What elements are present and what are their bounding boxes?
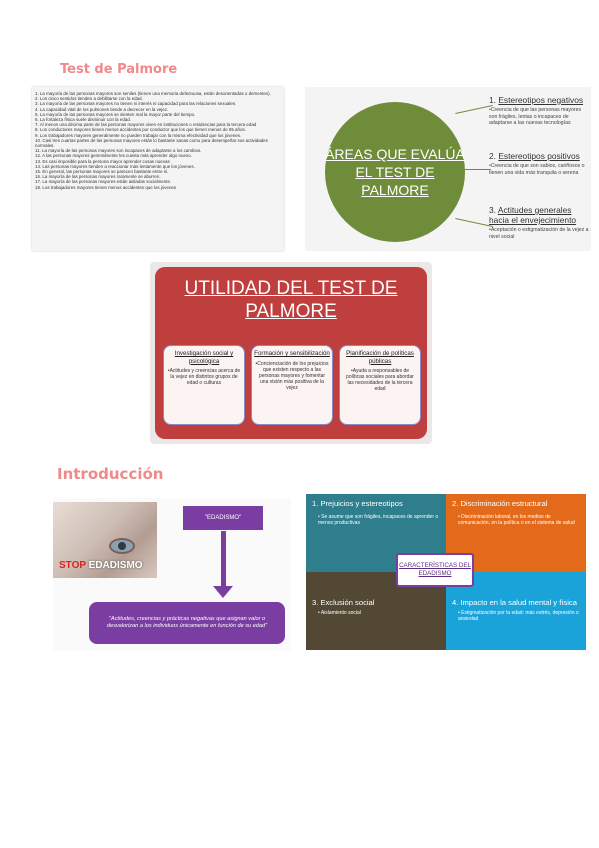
arrow-down-icon xyxy=(221,531,226,587)
list-item: 8. Los conductores mayores tienen menos … xyxy=(35,127,246,133)
quadrant-desc: • Aislamiento social xyxy=(318,610,361,616)
area-desc: •Creencia de que son sabios, cariñosos o… xyxy=(489,163,585,176)
areas-panel: ÁREAS QUE EVALÚA EL TEST DE PALMORE 1. E… xyxy=(305,87,591,251)
card-desc: •Ayuda a responsables de políticas socia… xyxy=(346,368,414,393)
list-item: 13. Es casi imposible para la persona ma… xyxy=(35,158,170,164)
list-item: 1. La mayoría de las personas mayores so… xyxy=(35,91,271,96)
list-item: 9. Los trabajadores mayores generalmente… xyxy=(35,132,242,138)
utilidad-card-formacion: Formación y sensibilización •Concienciac… xyxy=(251,345,333,425)
area-desc: •Creencia de que las personas mayores so… xyxy=(489,107,582,126)
card-title: Formación y sensibilización xyxy=(254,350,330,357)
connector-line xyxy=(465,169,491,170)
areas-circle: ÁREAS QUE EVALÚA EL TEST DE PALMORE xyxy=(325,102,465,242)
palmore-items-panel: 1. La mayoría de las personas mayores so… xyxy=(32,87,284,251)
list-item: 18. Los trabajadores mayores tienen meno… xyxy=(35,184,177,190)
area-item-negativos: 1. Estereotipos negativos •Creencia de q… xyxy=(489,95,589,127)
quadrant-desc: • Se asume que son frágiles, incapaces d… xyxy=(318,514,439,526)
card-title: Planificación de políticas públicas xyxy=(346,350,414,365)
area-item-actitudes: 3. Actitudes generales hacia el envejeci… xyxy=(489,205,589,240)
utilidad-title: UTILIDAD DEL TEST DE PALMORE xyxy=(184,278,398,322)
list-item: 10. Casi tres cuartas partes de las pers… xyxy=(35,137,268,149)
utilidad-card-politicas: Planificación de políticas públicas •Ayu… xyxy=(339,345,421,425)
caracteristicas-panel: 1. Prejuicios y estereotipos • Se asume … xyxy=(306,494,586,650)
edadismo-panel: STOP EDADISMO "EDADISMO" "Actitudes, cre… xyxy=(53,498,291,650)
stop-edadismo-photo: STOP EDADISMO xyxy=(53,502,157,578)
area-title: Estereotipos positivos xyxy=(498,151,580,161)
list-item: 2. Los cinco sentidos tienden a debilita… xyxy=(35,96,143,102)
list-item: 15. En general, las personas mayores se … xyxy=(35,169,169,175)
area-title: Estereotipos negativos xyxy=(498,95,584,105)
list-item: 5. La mayoría de las personas mayores se… xyxy=(35,111,196,117)
section-title-test-palmore: Test de Palmore xyxy=(60,62,178,77)
area-title: Actitudes generales hacia el envejecimie… xyxy=(489,205,577,225)
list-item: 14. Las personas mayores tienden a reacc… xyxy=(35,163,195,169)
list-item: 4. La capacidad vital de los pulmones ti… xyxy=(35,106,169,112)
list-item: 12. A las personas mayores generalmente … xyxy=(35,153,192,159)
list-item: 3. La mayoría de las personas mayores no… xyxy=(35,101,237,107)
edadismo-term-box: "EDADISMO" xyxy=(183,506,263,530)
list-item: 11. La mayoría de las personas mayores s… xyxy=(35,148,202,154)
card-desc: •Concienciación de los prejuicios que ex… xyxy=(255,360,329,391)
list-item: 7. Al menos una décima parte de las pers… xyxy=(35,122,257,128)
caracteristicas-center-label: CARACTERÍSTICAS DEL EDADISMO xyxy=(396,553,474,587)
area-desc: •Aceptación o estigmatización de la veje… xyxy=(489,227,589,240)
edadismo-definition: "Actitudes, creencias y prácticas negati… xyxy=(89,602,285,644)
section-title-introduccion: Introducción xyxy=(57,465,164,483)
card-desc: •Actitudes y creencias acerca de la veje… xyxy=(167,368,241,387)
stop-edadismo-label: STOP EDADISMO xyxy=(59,560,143,571)
utilidad-card-investigacion: Investigación social y psicológica •Acti… xyxy=(163,345,245,425)
quadrant-title: 1. Prejuicios y estereotipos xyxy=(312,499,403,508)
area-item-positivos: 2. Estereotipos positivos •Creencia de q… xyxy=(489,151,589,176)
quadrant-title: 3. Exclusión social xyxy=(312,598,375,607)
arrow-head-icon xyxy=(213,586,233,598)
quadrant-desc: • Estigmatización por la edad: más estré… xyxy=(458,610,579,622)
eye-icon xyxy=(109,538,135,554)
quadrant-desc: • Discriminación laboral, en los medios … xyxy=(458,514,575,526)
quadrant-title: 2. Discriminación estructural xyxy=(452,499,548,508)
card-title: Investigación social y psicológica xyxy=(174,350,234,365)
quadrant-title: 4. Impacto en la salud mental y física xyxy=(452,598,577,607)
areas-circle-label: ÁREAS QUE EVALÚA EL TEST DE PALMORE xyxy=(325,146,465,198)
list-item: 16. La mayoría de las personas mayores r… xyxy=(35,174,161,180)
list-item: 17. La mayoría de las personas mayores e… xyxy=(35,179,172,185)
utilidad-panel: UTILIDAD DEL TEST DE PALMORE Investigaci… xyxy=(155,267,427,439)
palmore-items-list: 1. La mayoría de las personas mayores so… xyxy=(35,91,281,190)
list-item: 6. La fortaleza física suele disminuir c… xyxy=(35,117,131,123)
